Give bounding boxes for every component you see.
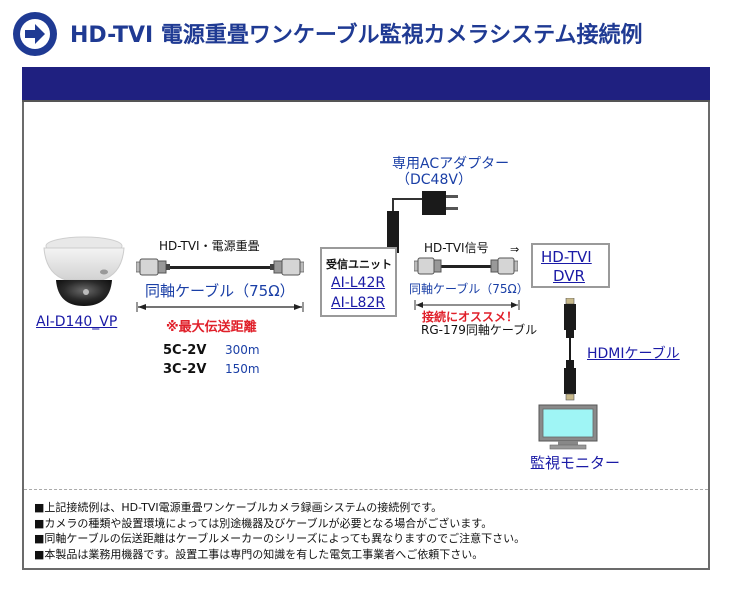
diagram-panel	[22, 67, 710, 570]
coax-cable-icon	[135, 256, 305, 278]
panel-header-band	[22, 67, 710, 102]
receiver-model-link-1[interactable]: AI-L42R	[331, 275, 386, 291]
signal-arrow-icon: ⇒	[510, 243, 520, 256]
recommend-label: 接続にオススメ！	[422, 310, 519, 324]
adapter-label-line2: （DC48V）	[396, 172, 472, 188]
distance-arrow-icon	[136, 298, 304, 312]
monitor-label: 監視モニター	[530, 454, 621, 472]
page-title: HD-TVI 電源重畳ワンケーブル監視カメラシステム接続例	[70, 23, 643, 48]
notes-list: ■上記接続例は、HD-TVI電源重畳ワンケーブルカメラ録画システムの接続例です。…	[34, 500, 525, 562]
hdmi-cable-link[interactable]: HDMIケーブル	[587, 346, 680, 362]
ac-adapter-icon	[375, 187, 465, 253]
dvr-link-line2[interactable]: DVR	[553, 267, 585, 285]
monitor-icon	[538, 404, 598, 450]
cable1-bottom-label: 同軸ケーブル（75Ω）	[145, 282, 295, 300]
dvr-box: HD-TVI DVR	[531, 243, 610, 288]
cable2-bottom-label: 同軸ケーブル（75Ω）	[409, 282, 529, 296]
recommend-cable-label: RG-179同軸ケーブル	[421, 323, 538, 337]
cable1-top-label: HD-TVI・電源重畳	[159, 239, 260, 253]
arrow-right-circle-icon	[13, 12, 57, 56]
distance-arrow-icon	[414, 295, 520, 310]
receiver-model-link-2[interactable]: AI-L82R	[331, 295, 386, 311]
receiver-label: 受信ユニット	[326, 258, 392, 271]
dome-camera-icon	[36, 234, 132, 308]
note-item: ■上記接続例は、HD-TVI電源重畳ワンケーブルカメラ録画システムの接続例です。	[34, 501, 443, 514]
note-item: ■カメラの種類や設置環境によっては別途機器及びケーブルが必要となる場合がございま…	[34, 516, 493, 530]
max-distance-heading: ※最大伝送距離	[166, 320, 257, 335]
note-item: ■本製品は業務用機器です。設置工事は専門の知識を有した電気工事業者へご依頼下さい…	[34, 547, 484, 561]
note-item: ■同軸ケーブルの伝送距離はケーブルメーカーのシリーズによっても異なりますのでご注…	[34, 532, 526, 545]
adapter-label-line1: 専用ACアダプター	[392, 156, 510, 172]
coax-cable-icon	[413, 256, 519, 276]
notes-divider	[24, 489, 708, 490]
hdmi-cable-icon	[562, 297, 578, 402]
receiver-unit-box: 受信ユニット AI-L42R AI-L82R	[320, 247, 397, 317]
cable2-top-label: HD-TVI信号	[424, 241, 489, 255]
camera-model-link[interactable]: AI-D140_VP	[36, 314, 118, 330]
dvr-link-line1[interactable]: HD-TVI	[541, 248, 592, 266]
